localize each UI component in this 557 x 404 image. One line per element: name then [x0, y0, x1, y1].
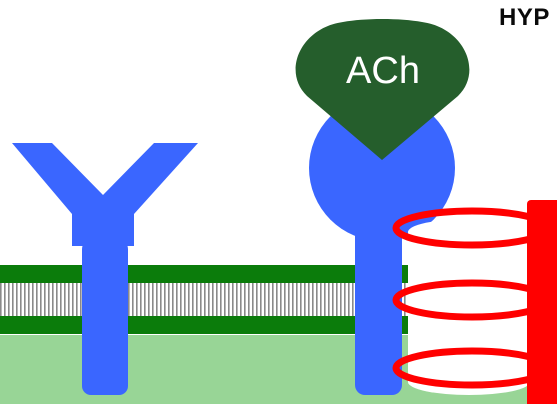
ach-receptor	[309, 95, 455, 395]
y-receptor-arms	[12, 143, 198, 246]
red-block	[527, 200, 557, 404]
y-receptor-left	[12, 143, 198, 395]
heading-text: HYP	[499, 4, 550, 31]
y-receptor-stem	[82, 240, 128, 395]
ach-label: ACh	[346, 50, 420, 92]
ach-ligand: ACh	[295, 19, 470, 160]
ach-ligand-shape	[295, 19, 470, 160]
ach-receptor-stem	[355, 215, 402, 395]
channel-top	[408, 219, 530, 245]
ion-channel	[392, 207, 552, 395]
ach-receptor-head	[309, 95, 455, 241]
